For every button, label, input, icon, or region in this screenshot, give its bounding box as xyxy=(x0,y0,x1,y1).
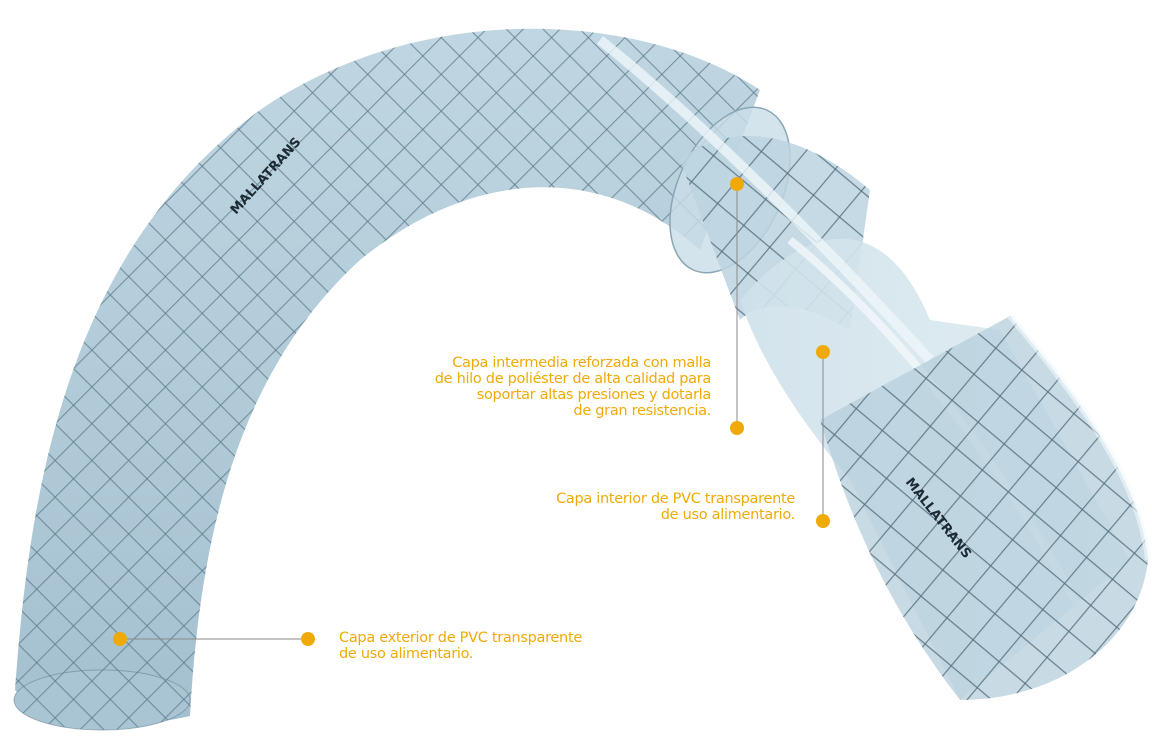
callout-exterior-line-1: Capa exterior de PVC transparente xyxy=(339,630,582,646)
callout-dot-intermediate-on-hose xyxy=(730,177,744,191)
callout-exterior-line-2: de uso alimentario. xyxy=(339,646,474,662)
callout-interior-text: Capa interior de PVC transparente de uso… xyxy=(556,491,795,523)
callout-intermediate-line-1: Capa intermedia reforzada con malla xyxy=(452,355,711,371)
callout-dot-interior xyxy=(816,514,830,528)
leader-lines xyxy=(120,184,824,640)
callout-intermediate-line-4: de gran resistencia. xyxy=(573,403,711,419)
callout-dot-interior-on-hose xyxy=(816,345,830,359)
callout-dot-exterior xyxy=(301,632,315,646)
callout-intermediate-line-3: soportar altas presiones y dotarla xyxy=(476,387,712,403)
callout-intermediate-line-2: de hilo de poliéster de alta calidad par… xyxy=(434,371,712,387)
callout-intermediate-text: Capa intermedia reforzada con malla de h… xyxy=(434,355,712,419)
callout-dot-exterior-on-hose xyxy=(113,632,127,646)
callout-interior-line-1: Capa interior de PVC transparente xyxy=(556,491,795,507)
callout-exterior-text: Capa exterior de PVC transparente de uso… xyxy=(339,630,582,662)
callout-dot-intermediate xyxy=(730,421,744,435)
callout-interior-line-2: de uso alimentario. xyxy=(660,507,796,523)
